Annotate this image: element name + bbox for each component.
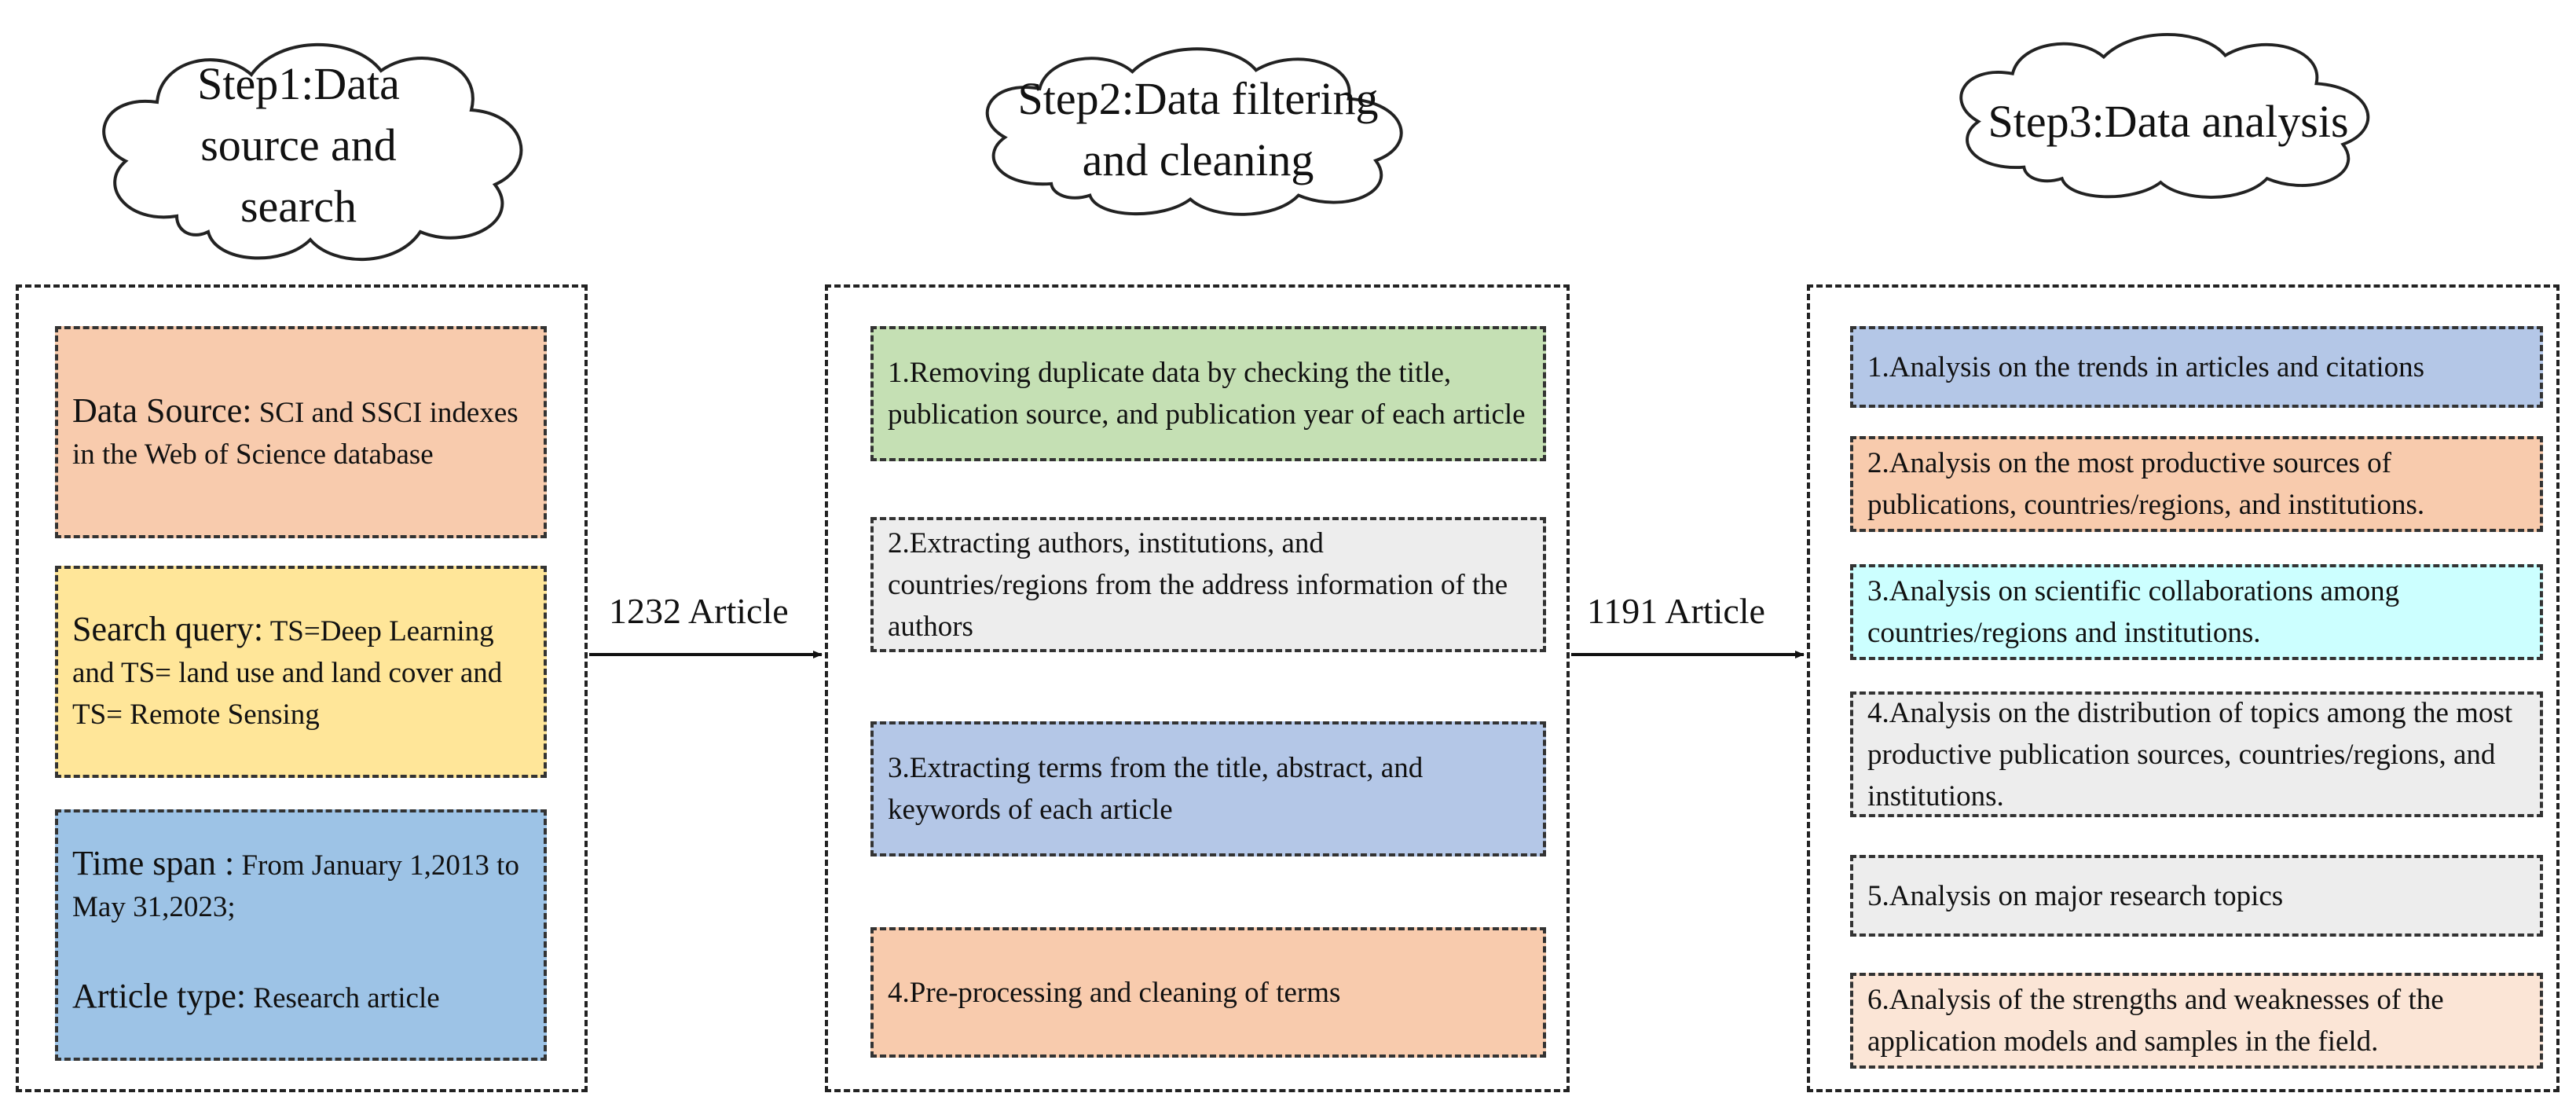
step3-item-3: 3.Analysis on scientific collaborations … <box>1850 564 2543 660</box>
step2-title: Step2:Data filtering and cleaning <box>1017 73 1379 185</box>
step2-panel <box>825 284 1570 1092</box>
step2-item-3: 3.Extracting terms from the title, abstr… <box>870 721 1546 856</box>
step3-item-5: 5.Analysis on major research topics <box>1850 855 2543 937</box>
article-type-label: Article type: <box>72 977 247 1015</box>
step1-panel <box>16 284 588 1092</box>
search-query-text: TS=Deep Learning and TS= land use and la… <box>72 615 503 731</box>
step3-title: Step3:Data analysis <box>1988 96 2349 147</box>
step2-item-2: 2.Extracting authors, institutions, and … <box>870 517 1546 652</box>
time-span-text: From January 1,2013 to May 31,2023; <box>72 849 519 923</box>
step3-item-1: 1.Analysis on the trends in articles and… <box>1850 326 2543 408</box>
step3-cloud <box>1959 33 2370 199</box>
arrow-label-1: 1232 Article <box>609 591 789 631</box>
step3-item-6: 6.Analysis of the strengths and weakness… <box>1850 973 2543 1069</box>
step2-item-1: 1.Removing duplicate data by checking th… <box>870 326 1546 461</box>
search-query-box: Search query: TS=Deep Learning and TS= l… <box>55 566 547 778</box>
step1-cloud <box>102 42 523 261</box>
step3-item-2: 2.Analysis on the most productive source… <box>1850 436 2543 532</box>
data-source-label: Data Source: <box>72 391 252 430</box>
article-type-text: Research article <box>246 982 440 1014</box>
data-source-text: SCI and SSCI indexes in the Web of Scien… <box>72 396 518 471</box>
step1-title: Step1:Data source and search <box>197 58 400 232</box>
arrow-label-2: 1191 Article <box>1587 591 1765 631</box>
step3-item-4: 4.Analysis on the distribution of topics… <box>1850 691 2543 817</box>
step2-cloud <box>985 47 1403 216</box>
data-source-box: Data Source: SCI and SSCI indexes in the… <box>55 326 547 538</box>
search-query-label: Search query: <box>72 610 264 648</box>
time-span-label: Time span : <box>72 844 235 882</box>
step2-item-4: 4.Pre-processing and cleaning of terms <box>870 927 1546 1058</box>
step3-panel <box>1807 284 2560 1092</box>
time-span-box: Time span : From January 1,2013 to May 3… <box>55 809 547 1061</box>
